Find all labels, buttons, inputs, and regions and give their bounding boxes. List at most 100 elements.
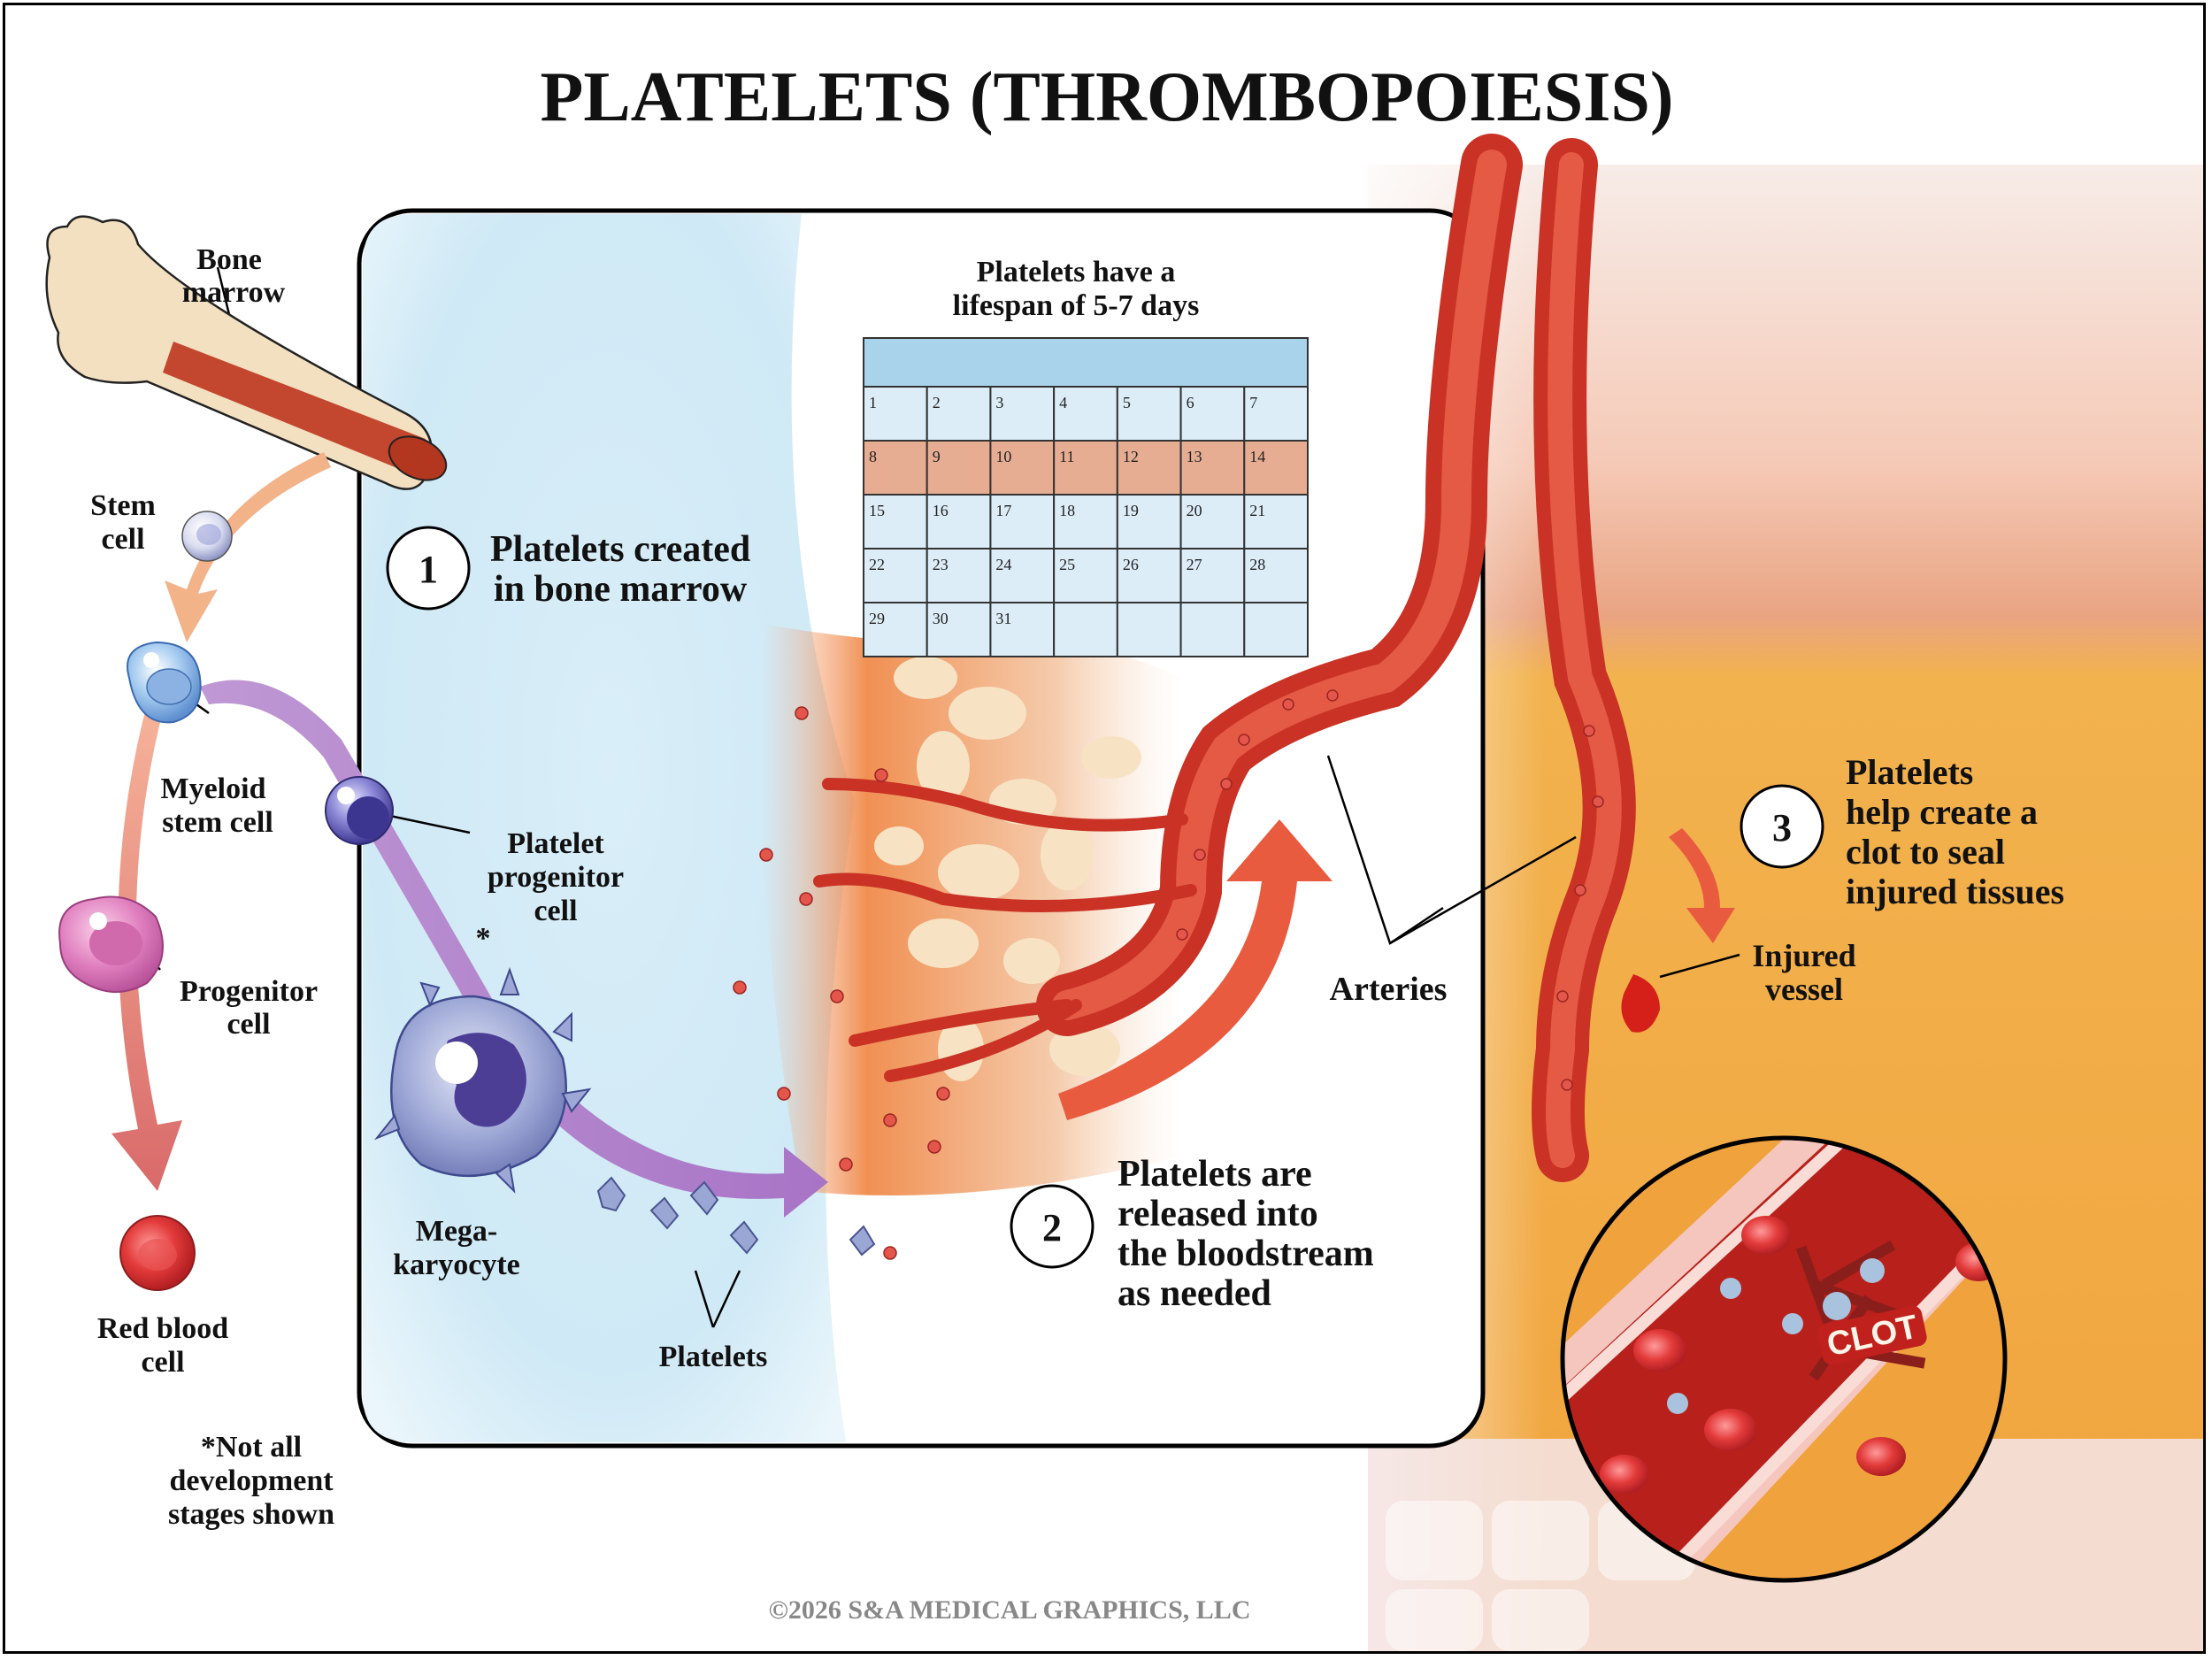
calendar-day-27: 27 [1187,556,1202,573]
calendar-day-8: 8 [869,448,877,465]
calendar-day-1: 1 [869,394,877,411]
calendar-day-11: 11 [1059,448,1074,465]
calendar-day-29: 29 [869,610,885,627]
calendar-day-6: 6 [1187,394,1194,411]
calendar-day-28: 28 [1249,556,1265,573]
progenitor-cell [58,895,164,993]
myeloid-stem-cell [127,641,202,724]
step-1-badge [386,526,471,611]
calendar-cell [989,494,1056,549]
calendar-day-9: 9 [933,448,941,465]
calendar-cell [1243,386,1310,442]
calendar-day-16: 16 [933,502,949,519]
calendar-day-23: 23 [933,556,949,573]
calendar-day-17: 17 [995,502,1011,519]
blood-cell-dots [733,689,1604,1260]
calendar-day-20: 20 [1187,502,1202,519]
calendar-cell [863,602,928,657]
calendar-cell [1116,494,1182,549]
bone-label-1: Bone [196,243,262,276]
calendar-day-14: 14 [1249,448,1265,465]
calendar-cell [1243,548,1310,603]
calendar-cell [1116,602,1182,657]
megakaryocyte [373,967,592,1194]
step-2-badge [1010,1184,1094,1269]
platelets-label: Platelets [659,1341,768,1373]
injury-clot [1621,974,1660,1033]
calendar-cell [989,386,1056,442]
calendar-day-15: 15 [869,502,885,519]
calendar-day-5: 5 [1123,394,1131,411]
rbc-arrow [111,704,182,1191]
calendar-cell [1243,494,1310,549]
calendar-day-19: 19 [1123,502,1139,519]
calendar-day-13: 13 [1187,448,1202,465]
calendar-header [863,337,1309,388]
calendar-cell [989,602,1056,657]
bone-label-2: marrow [182,276,286,309]
calendar-cell [1243,602,1310,657]
calendar-title-line-1: Platelets have a [977,256,1176,288]
rbc-label-1: Red blood [97,1312,228,1345]
step-1-line-1: Platelets created [490,529,750,570]
calendar-day-21: 21 [1249,502,1265,519]
calendar-day-18: 18 [1059,502,1075,519]
copyright: ©2026 S&A MEDICAL GRAPHICS, LLC [769,1595,1251,1625]
calendar-cell [863,386,928,442]
injured-vessel-label-1: Injured [1752,938,1855,973]
release-arrow [1058,819,1333,1120]
footnote-3: stages shown [168,1498,334,1531]
step-3-number: 3 [1772,806,1792,849]
calendar-cell [926,386,992,442]
step-3-line-4: injured tissues [1846,872,2064,911]
bone-illustration [45,215,448,490]
stem-arrow [165,452,331,642]
arteries-label: Arteries [1330,971,1448,1008]
spongy-bone [874,657,1141,1081]
second-artery-highlight [1546,152,1622,1168]
calendar-cell [1053,602,1118,657]
injured-vessel-label-2: vessel [1765,972,1843,1007]
step-3-line-2: help create a [1846,792,2038,832]
platelet-progenitor-label-1: Platelet [507,827,604,860]
calendar-day-31: 31 [995,610,1011,627]
calendar-title-line-2: lifespan of 5-7 days [953,289,1200,322]
capillaries [813,778,1197,1082]
progenitor-label-2: cell [227,1008,270,1041]
calendar-cell [926,494,992,549]
calendar-cell [1179,602,1246,657]
stem-cell [181,511,233,562]
calendar-day-24: 24 [995,556,1011,573]
calendar-cell [863,548,928,603]
page-title: PLATELETS (THROMBOPOIESIS) [540,58,1673,136]
calendar-day-25: 25 [1059,556,1075,573]
myeloid-label-2: stem cell [162,806,273,839]
footnote-2: development [169,1464,334,1497]
injury-arrow [1669,828,1735,943]
platelet-cluster [596,1176,876,1257]
calendar-cell [989,440,1056,496]
stem-label-2: cell [101,523,144,556]
illustration-frame: CLOT [3,3,2206,1654]
calendar-day-30: 30 [933,610,949,627]
calendar-day-12: 12 [1123,448,1139,465]
calendar-day-26: 26 [1123,556,1139,573]
thrombopoiesis-diagram: CLOT [45,58,2203,1651]
step-2-number: 2 [1042,1206,1062,1249]
step-1-line-2: in bone marrow [494,569,748,610]
red-blood-cell [119,1215,196,1291]
calendar-day-3: 3 [995,394,1003,411]
calendar-day-22: 22 [869,556,885,573]
calendar-cell [1179,548,1246,603]
platelet-progenitor-label-2: progenitor [488,861,624,894]
calendar-cell [1053,494,1118,549]
platelet-progenitor-cell [325,776,394,845]
calendar-cell [989,548,1056,603]
step-3-badge [1740,784,1824,869]
calendar-cell [1243,440,1310,496]
step-2-line-2: released into [1118,1194,1318,1234]
calendar-day-4: 4 [1059,394,1067,411]
rbc-label-2: cell [141,1346,184,1379]
